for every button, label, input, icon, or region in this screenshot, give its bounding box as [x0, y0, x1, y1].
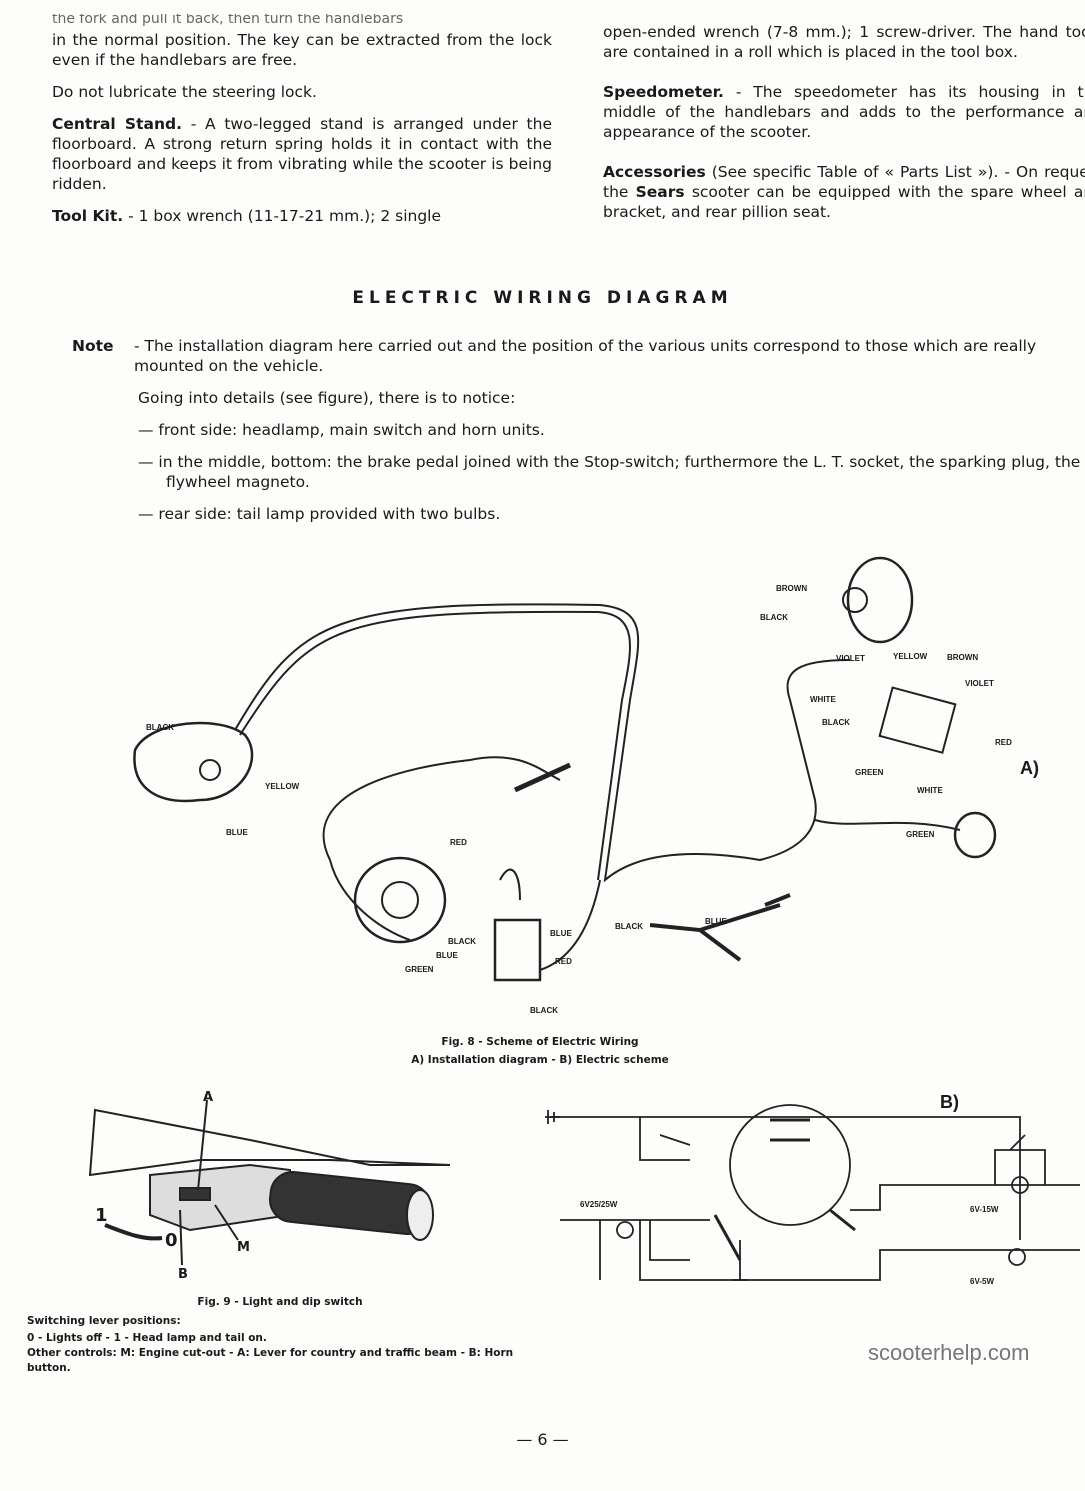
wire-label: GREEN	[906, 830, 935, 839]
wire-label: BLACK	[615, 922, 643, 931]
wire-label: RED	[555, 957, 572, 966]
accessories-text-2: scooter can be equipped with the spare w…	[603, 183, 1085, 221]
lt-socket-icon	[493, 918, 542, 982]
fig9-legend-line: 0 - Lights off - 1 - Head lamp and tail …	[27, 1332, 267, 1344]
wire-label: BROWN	[776, 584, 808, 593]
paragraph-tool-kit: Tool Kit. - 1 box wrench (11-17-21 mm.);…	[52, 206, 552, 226]
note-block: Note - The installation diagram here car…	[72, 336, 1082, 524]
wire-label: BLUE	[550, 929, 572, 938]
wire-label: BLACK	[760, 613, 788, 622]
wire-label: VIOLET	[836, 654, 865, 663]
headlamp-icon	[846, 556, 914, 644]
heading-tool-kit: Tool Kit.	[52, 207, 124, 225]
main-switch-icon	[878, 686, 957, 754]
heading-accessories: Accessories	[603, 163, 706, 181]
fig9-legend-line: Switching lever positions:	[27, 1315, 181, 1327]
fig9-legend-line: Other controls: M: Engine cut-out - A: L…	[27, 1347, 514, 1374]
paragraph-lubricate: Do not lubricate the steering lock.	[52, 83, 317, 101]
schematic-label: 6V-15W	[970, 1205, 999, 1214]
fig9-letter-a: A	[203, 1090, 214, 1105]
lt-socket-symbol-icon	[545, 1110, 560, 1124]
left-column: the fork and pull it back, then turn the…	[52, 14, 552, 238]
schematic-label: 6V-5W	[970, 1277, 995, 1286]
fig9-position-0: 0	[165, 1230, 178, 1251]
spark-plug-icon	[513, 762, 572, 793]
fig9-letter-m: M	[237, 1240, 250, 1255]
wire-label: BLUE	[226, 828, 248, 837]
wire-label: WHITE	[810, 695, 836, 704]
electric-schematic	[545, 1104, 1080, 1281]
watermark: scooterhelp.com	[868, 1340, 1030, 1365]
wire-label: BLUE	[705, 917, 727, 926]
note-label: Note	[72, 337, 114, 355]
marker-a: A)	[1020, 758, 1039, 778]
wire-label: YELLOW	[893, 652, 928, 661]
fig8-subcaption: A) Installation diagram - B) Electric sc…	[411, 1054, 669, 1066]
note-item: — front side: headlamp, main switch and …	[138, 421, 545, 439]
page-number: — 6 —	[516, 1430, 569, 1449]
central-stand-text: - A two-legged stand is arranged under t…	[52, 115, 552, 193]
paragraph-tools: open-ended wrench (7-8 mm.); 1 screw-dri…	[603, 23, 1085, 61]
brand-sears: Sears	[635, 183, 685, 201]
heading-speedometer: Speedometer.	[603, 83, 724, 101]
wire-label: RED	[450, 838, 467, 847]
right-column: open-ended wrench (7-8 mm.); 1 screw-dri…	[603, 22, 1085, 234]
speedometer-text: - The speedometer has its housing in the…	[603, 83, 1085, 141]
wire-label: WHITE	[917, 786, 943, 795]
brake-pedal-icon	[649, 893, 791, 962]
accessories-text: (See specific Table of « Parts List »). …	[603, 163, 1085, 201]
flywheel-magneto-icon	[353, 856, 447, 944]
wire-label: BROWN	[947, 653, 979, 662]
wire-label: BLUE	[436, 951, 458, 960]
wire-label: BLACK	[146, 723, 174, 732]
note-item: — in the middle, bottom: the brake pedal…	[138, 453, 1081, 491]
note-text: - The installation diagram here carried …	[134, 337, 1037, 375]
horn-icon	[953, 811, 997, 859]
heading-central-stand: Central Stand.	[52, 115, 182, 133]
note-item: — rear side: tail lamp provided with two…	[138, 505, 501, 523]
cut-line: the fork and pull it back, then turn the…	[52, 14, 404, 27]
fig9-letter-b: B	[178, 1267, 188, 1282]
schematic-label: 6V25/25W	[580, 1200, 618, 1209]
light-dip-switch-illustration	[88, 1099, 451, 1266]
wire-label: BLACK	[822, 718, 850, 727]
lamp-15w-icon	[1011, 1176, 1029, 1194]
wire-label: GREEN	[405, 965, 434, 974]
tool-kit-text: - 1 box wrench (11-17-21 mm.); 2 single	[123, 207, 442, 225]
fig9-position-1: 1	[95, 1205, 108, 1226]
wire-label: BLACK	[448, 937, 476, 946]
fig9-caption: Fig. 9 - Light and dip switch	[197, 1296, 363, 1308]
lamp-5w-icon	[1008, 1248, 1026, 1266]
fig9-legend: Switching lever positions: 0 - Lights of…	[27, 1314, 537, 1376]
section-title: ELECTRIC WIRING DIAGRAM	[352, 288, 733, 308]
headlamp-bulb-icon	[616, 1221, 634, 1239]
wire-label: BLACK	[530, 1006, 558, 1015]
paragraph-speedometer: Speedometer. - The speedometer has its h…	[603, 82, 1085, 142]
wire-label: RED	[995, 738, 1012, 747]
fig8-caption: Fig. 8 - Scheme of Electric Wiring	[441, 1036, 639, 1048]
tail-lamp-icon	[133, 721, 254, 803]
marker-b: B)	[940, 1092, 959, 1112]
paragraph-lock: in the normal position. The key can be e…	[52, 31, 552, 69]
note-intro: Going into details (see figure), there i…	[138, 389, 516, 407]
wire-label: GREEN	[855, 768, 884, 777]
paragraph-accessories: Accessories (See specific Table of « Par…	[603, 162, 1085, 222]
wire-label: VIOLET	[965, 679, 994, 688]
wire-label: YELLOW	[265, 782, 300, 791]
paragraph-central-stand: Central Stand. - A two-legged stand is a…	[52, 114, 552, 194]
